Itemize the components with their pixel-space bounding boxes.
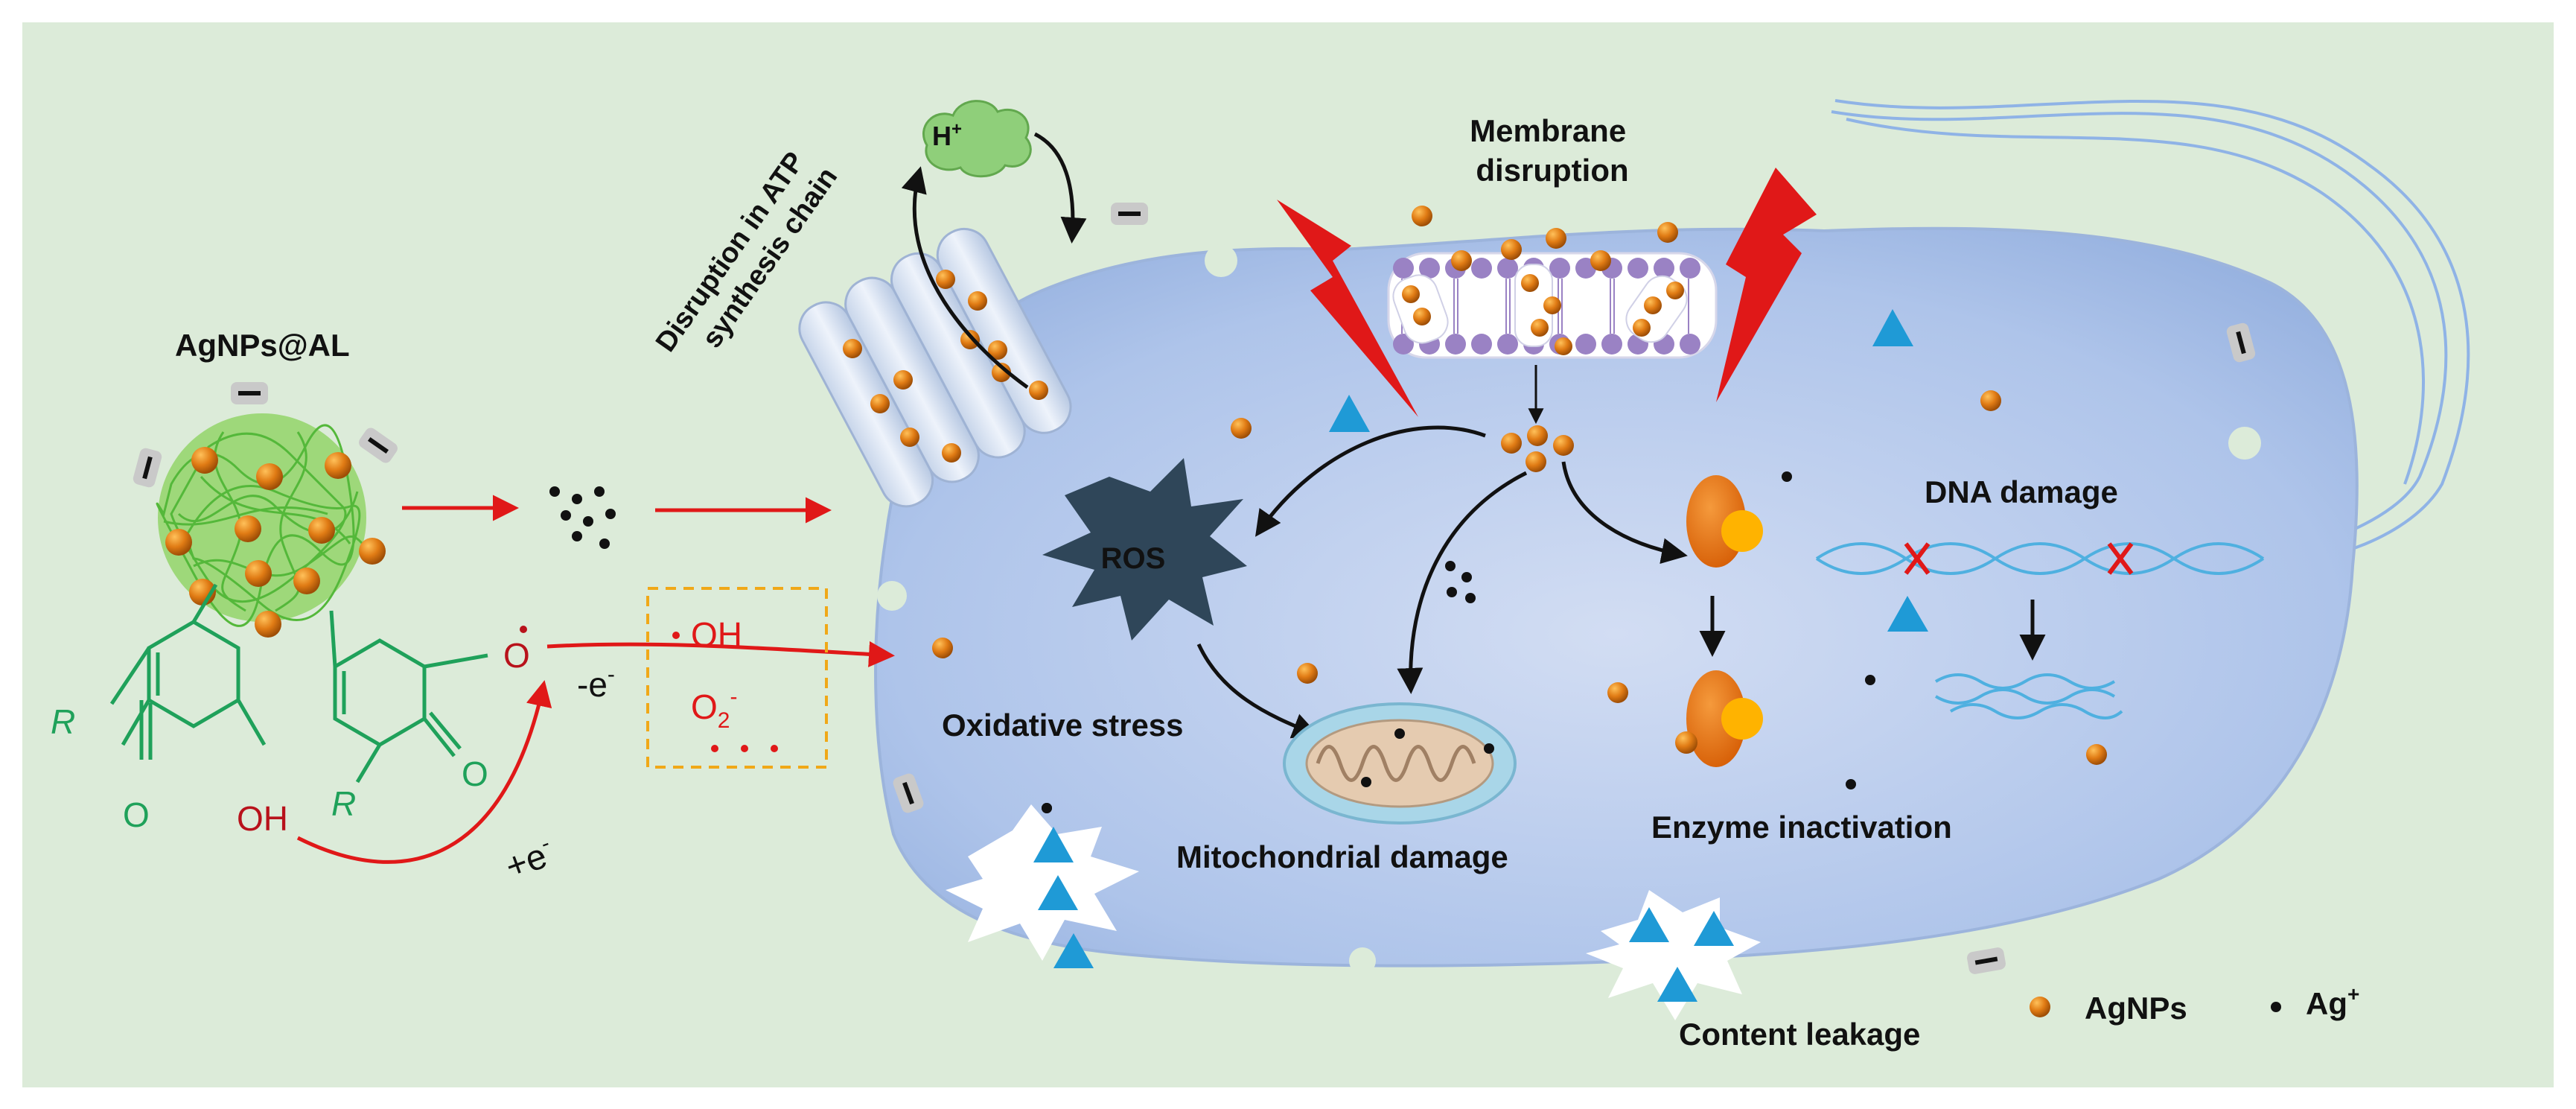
ketone-o-left: O	[123, 795, 150, 834]
enzyme-inactive	[1675, 670, 1763, 767]
lignin-ligand-right	[329, 610, 488, 784]
mitochondrion	[1283, 702, 1517, 824]
agnps-al-cluster	[156, 413, 386, 638]
hydroxyl-radical-dot	[672, 632, 680, 639]
legend-ag-ion-icon	[2271, 1002, 2281, 1012]
leakage-burst-left	[946, 804, 1139, 961]
leaked-ag-ion	[1042, 803, 1052, 813]
proton-return-arrow	[1033, 132, 1087, 244]
legend: AgNPs Ag+	[2030, 982, 2359, 1026]
cluster-to-mitochondria-arrow	[1397, 471, 1528, 694]
leakage-triangles-right	[1629, 907, 1734, 1002]
content-leakage-label: Content leakage	[1679, 1017, 1920, 1052]
agnps-in-cluster	[165, 447, 386, 638]
ketone-o-right: O	[462, 754, 488, 793]
radical-oxygen: O	[503, 636, 530, 675]
dna-damage-label: DNA damage	[1925, 474, 2118, 509]
loose-ag-ions	[1042, 471, 1875, 813]
lightning-bolt-left	[1277, 200, 1418, 417]
triangle-markers	[1329, 309, 1928, 632]
superoxide-label: O2-	[691, 684, 737, 733]
released-ag-ions	[549, 486, 616, 549]
membrane-disruption-label: Membrane disruption	[1470, 113, 1635, 188]
negative-charge-badges	[133, 203, 2256, 974]
ros-species-box	[646, 587, 828, 769]
legend-ag-ion-label: Ag+	[2306, 982, 2359, 1021]
electron-donation-arrow	[296, 680, 552, 864]
cluster-to-enzyme-arrow	[1561, 461, 1688, 565]
minus-electron-label: -e-	[577, 662, 615, 704]
flagella	[1831, 99, 2470, 565]
oxidative-stress-label: Oxidative stress	[942, 708, 1184, 743]
cluster-to-ros-arrow	[1254, 425, 1486, 537]
enzyme-active	[1686, 475, 1763, 568]
membrane-nanoparticles	[1402, 206, 1684, 355]
proton-label: H+	[932, 119, 962, 151]
legend-agnps-label: AgNPs	[2085, 991, 2187, 1026]
hydroxyl-radical-label: OH	[691, 615, 742, 654]
dna-break-marks	[1904, 542, 2134, 575]
proton-efflux-arrow	[901, 166, 1029, 390]
central-np-cluster	[1501, 425, 1574, 472]
hydroxyl-group: OH	[237, 799, 288, 838]
leakage-triangles-left	[1033, 827, 1094, 968]
superoxide-dots	[711, 745, 778, 752]
ros-label: ROS	[1101, 542, 1166, 575]
ros-burst	[1042, 458, 1247, 641]
membrane-bilayer	[1387, 206, 1718, 359]
dna-double-helix	[1815, 542, 2265, 575]
membrane-notches	[877, 244, 2261, 974]
mitochondrial-damage-label: Mitochondrial damage	[1176, 839, 1508, 874]
atp-channel-nanoparticles	[843, 270, 1048, 463]
lignin-ligand-left	[109, 583, 267, 760]
legend-agnps-icon	[2030, 997, 2050, 1017]
dna-fragments	[1934, 673, 2123, 719]
radical-dot	[520, 626, 527, 633]
r-group-right: R	[331, 784, 356, 823]
lightning-bolt-right	[1716, 168, 1817, 402]
electron-loss-arrow	[546, 641, 895, 667]
r-group-left: R	[51, 702, 75, 741]
enzyme-inactivation-label: Enzyme inactivation	[1651, 810, 1952, 845]
ros-to-mitochondria-arrow	[1196, 643, 1319, 739]
loose-nanoparticles	[932, 390, 2107, 765]
proton-cloud	[922, 100, 1032, 178]
agnps-al-label: AgNPs@AL	[175, 328, 350, 363]
